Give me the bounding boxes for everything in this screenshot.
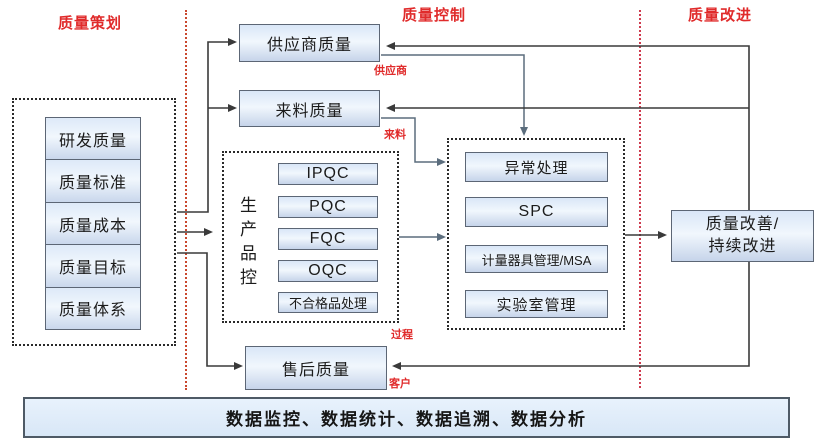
production-group-box [222,151,399,323]
section-title-improvement: 质量改进 [688,7,753,24]
quality-improvement-box: 质量改善/ 持续改进 [671,210,814,262]
planning-item: 质量标准 [45,159,141,203]
planning-item-stack: 研发质量 质量标准 质量成本 质量目标 质量体系 [45,117,141,331]
lab-management-box: 实验室管理 [465,290,608,318]
section-title-planning: 质量策划 [58,15,123,32]
gauge-management-msa-box: 计量器具管理/MSA [465,245,608,273]
fqc-box: FQC [278,228,378,250]
ipqc-box: IPQC [278,163,378,185]
exception-handling-box: 异常处理 [465,152,608,182]
incoming-quality-box: 来料质量 [239,90,380,127]
planning-group-box [12,98,176,346]
oqc-box: OQC [278,260,378,282]
tag-material: 来料 [384,129,406,141]
tag-supplier: 供应商 [374,65,407,77]
column-divider-left [185,10,187,390]
production-side-label: 生产品控 [237,196,256,292]
pqc-box: PQC [278,196,378,218]
data-monitoring-bar: 数据监控、数据统计、数据追溯、数据分析 [23,397,790,438]
planning-item: 质量目标 [45,244,141,288]
planning-item: 质量成本 [45,201,141,246]
supplier-quality-box: 供应商质量 [239,24,380,62]
aftersales-quality-box: 售后质量 [245,346,387,390]
tag-customer: 客户 [389,378,411,390]
planning-item: 质量体系 [45,286,141,331]
spc-box: SPC [465,197,608,227]
quality-improvement-line2: 持续改进 [708,238,777,255]
nonconforming-handling-box: 不合格品处理 [278,292,378,313]
section-title-control: 质量控制 [402,7,467,24]
column-divider-right [639,10,641,388]
quality-improvement-line1: 质量改善/ [705,216,780,234]
planning-item: 研发质量 [45,117,141,161]
tag-process: 过程 [391,329,413,341]
